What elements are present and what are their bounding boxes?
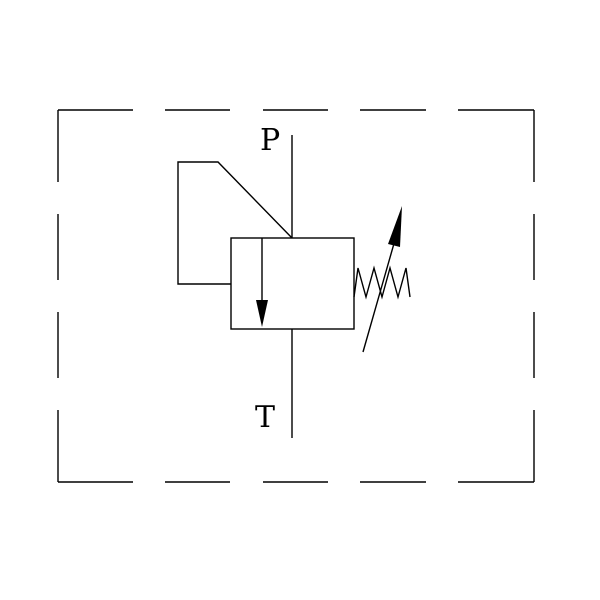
pressure-port-label: P (260, 123, 280, 158)
adjustable-arrow-icon (362, 206, 402, 353)
valve-envelope (230, 237, 355, 330)
tank-port-label: T (255, 400, 275, 435)
spring-icon (353, 265, 411, 300)
pilot-sensing-line (177, 161, 293, 285)
enclosure-boundary (57, 109, 535, 483)
flow-arrow-icon (256, 238, 268, 327)
